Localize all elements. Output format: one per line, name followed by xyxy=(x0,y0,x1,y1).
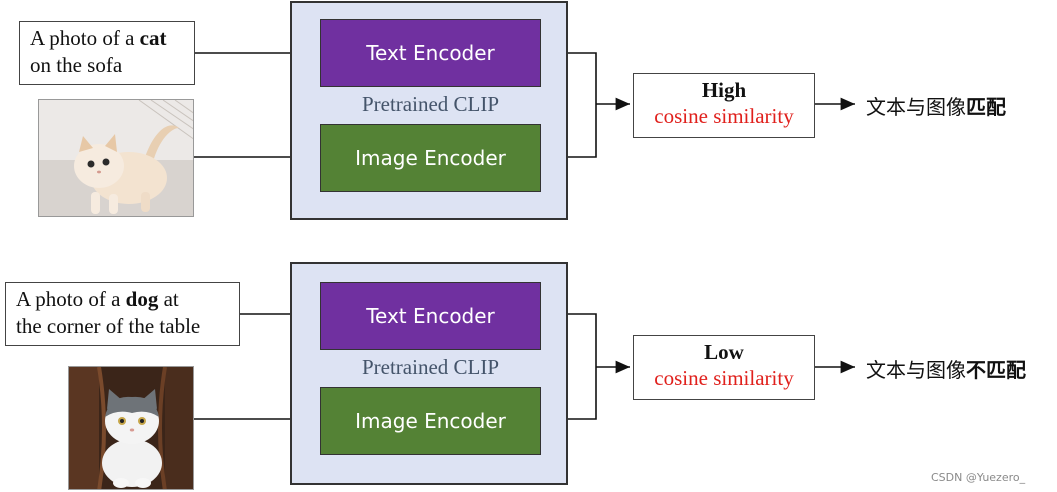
similarity-level: High xyxy=(701,78,747,102)
text-encoder: Text Encoder xyxy=(320,19,541,87)
image-encoder: Image Encoder xyxy=(320,124,541,192)
verdict-emphasis: 匹配 xyxy=(966,95,1006,119)
similarity-result-box: High cosine similarity xyxy=(633,73,815,138)
caption-box-dog: A photo of a dog at the corner of the ta… xyxy=(5,282,240,346)
similarity-metric: cosine similarity xyxy=(654,366,794,390)
caption-text-line2: on the sofa xyxy=(30,53,123,77)
text-encoder: Text Encoder xyxy=(320,282,541,350)
verdict-text: 文本与图像 xyxy=(866,358,966,382)
similarity-level: Low xyxy=(704,340,744,364)
caption-text: A photo of a xyxy=(16,287,126,311)
caption-keyword: dog xyxy=(125,287,159,311)
caption-text-line2: the corner of the table xyxy=(16,314,201,338)
caption-keyword: cat xyxy=(139,26,167,50)
cat-photo-table xyxy=(68,366,194,490)
pretrained-clip-label: Pretrained CLIP xyxy=(361,355,500,379)
caption-box-cat: A photo of a cat on the sofa xyxy=(19,21,195,85)
merge-line-top xyxy=(541,52,597,158)
cat-image xyxy=(39,100,193,216)
similarity-result-box: Low cosine similarity xyxy=(633,335,815,400)
caption-text-tail: at xyxy=(158,287,179,311)
watermark: CSDN @Yuezero_ xyxy=(931,471,1026,484)
pretrained-clip-label: Pretrained CLIP xyxy=(361,92,500,116)
caption-text: A photo of a xyxy=(30,26,140,50)
cat-photo-sofa xyxy=(38,99,194,217)
cat-image xyxy=(69,367,193,489)
mismatch-verdict: 文本与图像不匹配 xyxy=(866,354,1026,383)
image-encoder: Image Encoder xyxy=(320,387,541,455)
similarity-metric: cosine similarity xyxy=(654,104,794,128)
verdict-emphasis: 不匹配 xyxy=(966,358,1026,382)
verdict-text: 文本与图像 xyxy=(866,95,966,119)
match-verdict: 文本与图像匹配 xyxy=(866,91,1006,120)
